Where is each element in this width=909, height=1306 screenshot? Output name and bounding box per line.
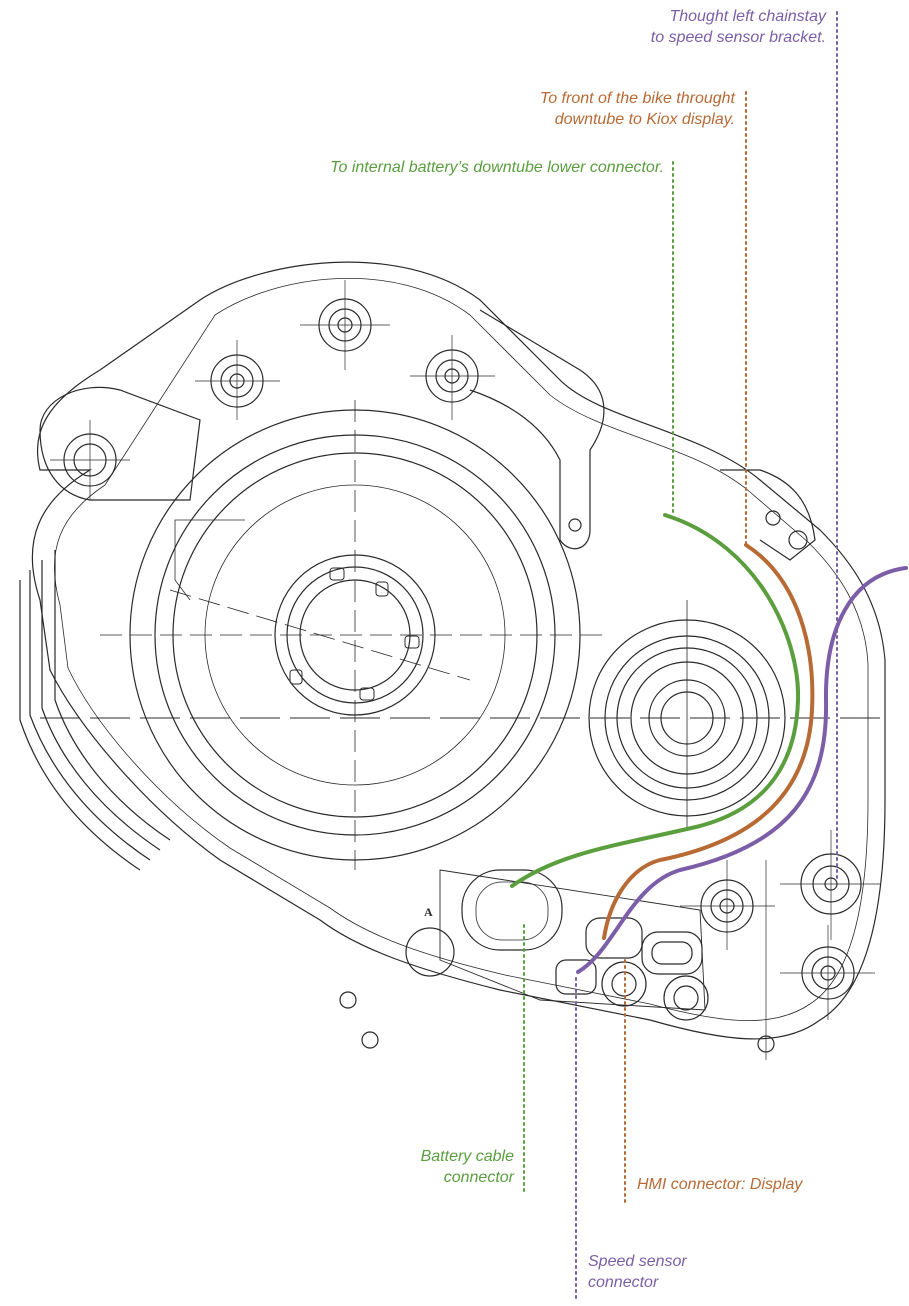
speed-sensor-cable (576, 566, 908, 974)
housing-fin (29, 570, 151, 861)
label-speed-sensor-route: Thought left chainstay to speed sensor b… (651, 6, 826, 48)
rotor-tabs (289, 567, 420, 701)
label-hmi-connector: HMI connector: Display (637, 1174, 802, 1195)
motor-housing-drawing: A (19, 261, 890, 1060)
right-bracket (720, 469, 816, 561)
label-line: to speed sensor bracket. (650, 29, 826, 46)
top-bolt (300, 280, 390, 370)
leader-lines (523, 11, 838, 1303)
lower-right-bolt (780, 830, 880, 940)
label-battery-route: To internal battery’s downtube lower con… (330, 157, 664, 178)
label-line: Speed sensor (588, 1253, 687, 1270)
connector-panel (439, 869, 709, 1021)
arm-bolt (568, 518, 582, 532)
rotor-diagonal (169, 589, 471, 681)
housing-inner-outline (54, 277, 869, 1021)
label-display-route: To front of the bike throught downtube t… (540, 88, 735, 130)
label-battery-connector: Battery cable connector (421, 1146, 514, 1188)
label-line: Battery cable (420, 1148, 514, 1165)
lower-right-bolt (680, 860, 775, 950)
display-cable (602, 543, 815, 940)
port-letter: A (424, 905, 433, 919)
label-line: connector (443, 1169, 514, 1186)
housing-fin (54, 550, 171, 841)
label-speed-sensor-connector: Speed sensor connector (588, 1251, 687, 1293)
label-line: HMI connector: Display (637, 1176, 803, 1193)
label-line: To internal battery’s downtube lower con… (330, 159, 664, 176)
top-bolt (195, 340, 280, 420)
label-line: To front of the bike throught (539, 90, 735, 107)
label-line: downtube to Kiox display. (554, 111, 735, 128)
housing-arm (469, 309, 605, 550)
housing-fin (41, 560, 161, 851)
top-bolt (410, 335, 495, 420)
label-line: Thought left chainstay (669, 8, 826, 25)
label-line: connector (588, 1274, 659, 1291)
lower-right-bolt (780, 925, 875, 1020)
battery-connector-housing (461, 869, 563, 951)
mounting-lug-left (39, 386, 201, 501)
housing-outline (31, 261, 886, 1040)
housing-fin (19, 580, 141, 871)
cables (510, 513, 908, 974)
port-a (405, 927, 455, 977)
battery-cable (510, 513, 801, 888)
